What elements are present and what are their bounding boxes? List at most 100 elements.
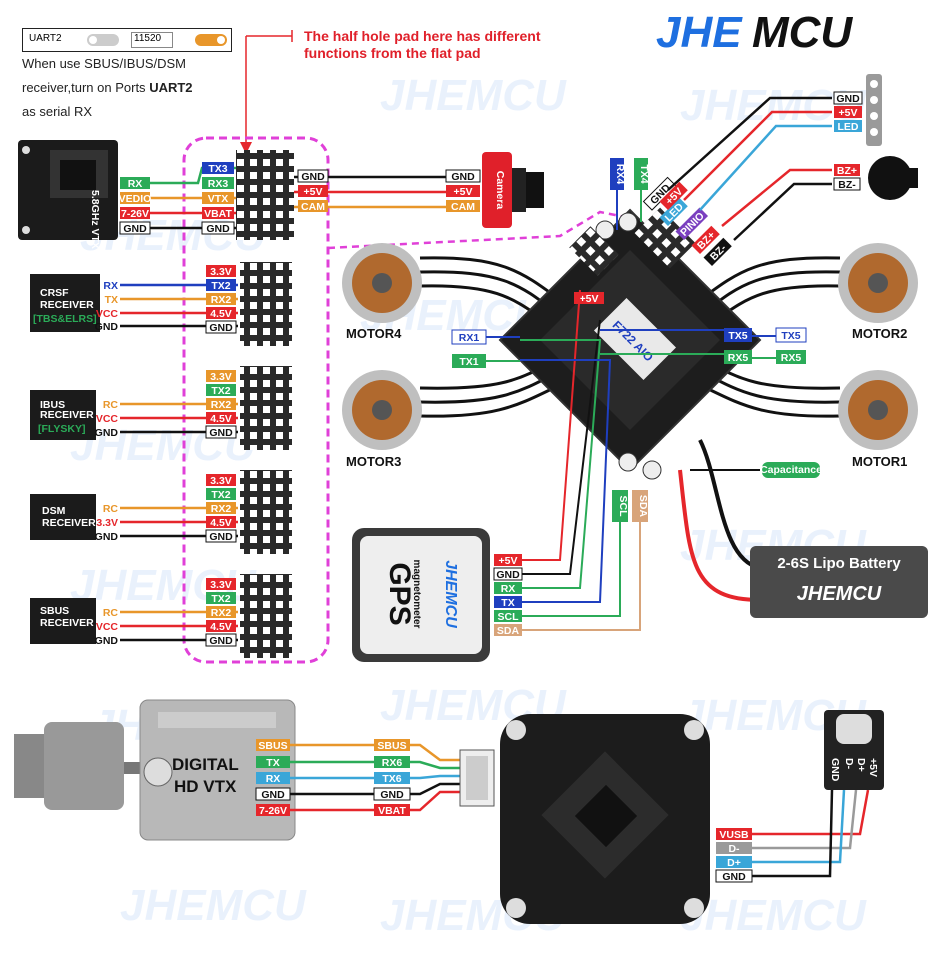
fc-5v-label: +5V (580, 293, 599, 305)
fc-board-bottom (500, 714, 710, 924)
vtx-58-label: 5.8GHz VTX (89, 190, 101, 249)
motor-4: MOTOR4 (342, 243, 422, 341)
tx5-partner: TX5 (781, 330, 800, 342)
camera-wire-label: CAM (451, 201, 475, 213)
ibus-labels: RC VCC GND (95, 399, 119, 439)
fc-top-pads: RX4 TX4 (610, 158, 650, 230)
rx1-pad: TX2 (211, 280, 230, 292)
uart2-baud-field[interactable]: 11520 (131, 32, 173, 48)
rx2-pad: TX2 (211, 385, 230, 397)
receiver-name: SBUS (40, 605, 69, 617)
digital-vtx-label-1: DIGITAL (172, 755, 239, 774)
motor-label: MOTOR2 (852, 326, 907, 341)
gps-wires (520, 289, 641, 631)
fc-bottom-pads: SCL SDA (612, 490, 649, 522)
usb-c-module: GND D- D+ +5V (824, 710, 884, 790)
motor-2: MOTOR2 (838, 243, 918, 341)
gps-wire-labels: +5V GND RX TX SCL SDA (493, 554, 523, 637)
gps-title: GPS (383, 562, 416, 625)
battery-label: 2-6S Lipo Battery (777, 555, 901, 572)
buzzer-wire-label: BZ- (838, 179, 856, 191)
led-buzzer-wires (667, 96, 832, 241)
toggle-on-knob-icon (217, 36, 225, 44)
half-hole-note: The half hole pad here has different fun… (304, 28, 540, 62)
note-arrow (240, 30, 293, 154)
gps-sub: magnetometer (411, 560, 422, 629)
dvtx-side-pad: RX (266, 773, 281, 785)
sbus-wire-label: RC (103, 607, 119, 619)
gps-module: GPS magnetometer JHEMCU (352, 528, 490, 662)
crsf-wire-label: GND (95, 321, 119, 333)
dvtx-fc-pad: GND (380, 789, 404, 801)
capacitor-label: Capacitance (760, 464, 822, 476)
fc-left-uart: TX1 (459, 356, 478, 368)
vtx58-pad-label: TX3 (208, 163, 227, 175)
buzzer-wire-label: BZ+ (837, 165, 857, 177)
usb-wires (752, 789, 870, 878)
battery-wires (678, 439, 761, 602)
note-line-text: receiver,turn on Ports (22, 80, 146, 95)
gps-wire-label: RX (501, 583, 516, 595)
receiver-ibus: IBUS RECEIVER [FLYSKY] (30, 390, 96, 440)
sbus-wire-label: GND (95, 635, 119, 647)
rx3-pad: TX2 (211, 489, 230, 501)
rx4-pad: 4.5V (210, 621, 232, 633)
note-line-2: receiver,turn on Ports UART2 (22, 76, 252, 100)
receiver-name: RECEIVER (40, 409, 94, 421)
rx1-pad: GND (209, 322, 233, 334)
rx3-pad: RX2 (211, 503, 232, 515)
vtx58-pad-label: GND (206, 223, 230, 235)
gps-wire-label: +5V (499, 555, 518, 567)
dvtx-fc-pad: VBAT (378, 805, 406, 817)
camera-pad-label: GND (301, 171, 325, 183)
dvtx-side-pad: TX (266, 757, 279, 769)
fc-right-uart: TX5 (728, 330, 747, 342)
motor-label: MOTOR3 (346, 454, 401, 469)
led-strip: GND +5V LED (833, 74, 882, 146)
receiver-crsf: CRSF RECEIVER [TBS&ELRS] (30, 274, 100, 332)
note-bold: UART2 (149, 80, 193, 95)
digital-vtx: DIGITAL HD VTX (14, 699, 296, 841)
usb-fc-pad: D+ (727, 857, 741, 869)
fc-right-uart: RX5 (728, 352, 749, 364)
rx2-pad: RX2 (211, 399, 232, 411)
half-hole-note-line: functions from the flat pad (304, 45, 481, 61)
buzzer: BZ+ BZ- (833, 156, 918, 200)
fc-bottom-pad: SCL (617, 496, 629, 518)
uart2-pads-3: 3.3V TX2 RX2 4.5V GND (205, 470, 292, 554)
camera-pad-label: CAM (301, 201, 325, 213)
led-wire-label: GND (836, 93, 860, 105)
dvtx-fc-pad: TX6 (382, 773, 401, 785)
svg-text:JHEMCU: JHEMCU (120, 881, 307, 930)
camera-wire-label: +5V (454, 186, 473, 198)
battery-brand: JHEMCU (797, 583, 882, 605)
rx1-pad: 4.5V (210, 308, 232, 320)
half-hole-note-line: The half hole pad here has different (304, 28, 541, 44)
receiver-sub: [TBS&ELRS] (33, 313, 97, 325)
dvtx-side-pad: 7-26V (259, 805, 287, 817)
digital-vtx-side-pads: SBUS TX RX GND 7-26V (255, 739, 291, 817)
uart2-pads-1: 3.3V TX2 RX2 4.5V GND (205, 262, 292, 346)
vtx58-pad-label: VBAT (204, 208, 232, 220)
motor-1: MOTOR1 (838, 370, 918, 469)
receiver-sub: [FLYSKY] (38, 423, 85, 435)
usb-fc-pads: VUSB D- D+ GND (715, 828, 753, 883)
vtx58-wire-label: GND (123, 223, 147, 235)
rx1-pad: 3.3V (210, 266, 232, 278)
crsf-wire-label: TX (105, 294, 118, 306)
dvtx-side-pad: SBUS (258, 740, 287, 752)
uart3-pads: TX3 RX3 VTX VBAT GND (201, 150, 294, 240)
rx1-pad: RX2 (211, 294, 232, 306)
fc-5v-pad: +5V (574, 292, 604, 305)
fc-uart1: RX1 TX1 (451, 329, 520, 368)
rx4-pad: GND (209, 635, 233, 647)
vtx-58-wire-labels: RX VEDIO 7-26V GND (119, 177, 152, 235)
rx4-pad: 3.3V (210, 579, 232, 591)
vtx58-wire-label: VEDIO (119, 193, 152, 205)
usb-pin: +5V (867, 758, 879, 777)
rx4-pad: TX2 (211, 593, 230, 605)
vtx58-wire-label: 7-26V (121, 208, 149, 220)
receiver-dsm: DSM RECEIVER (30, 494, 96, 540)
rx3-pad: 3.3V (210, 475, 232, 487)
rx3-pad: 4.5V (210, 517, 232, 529)
